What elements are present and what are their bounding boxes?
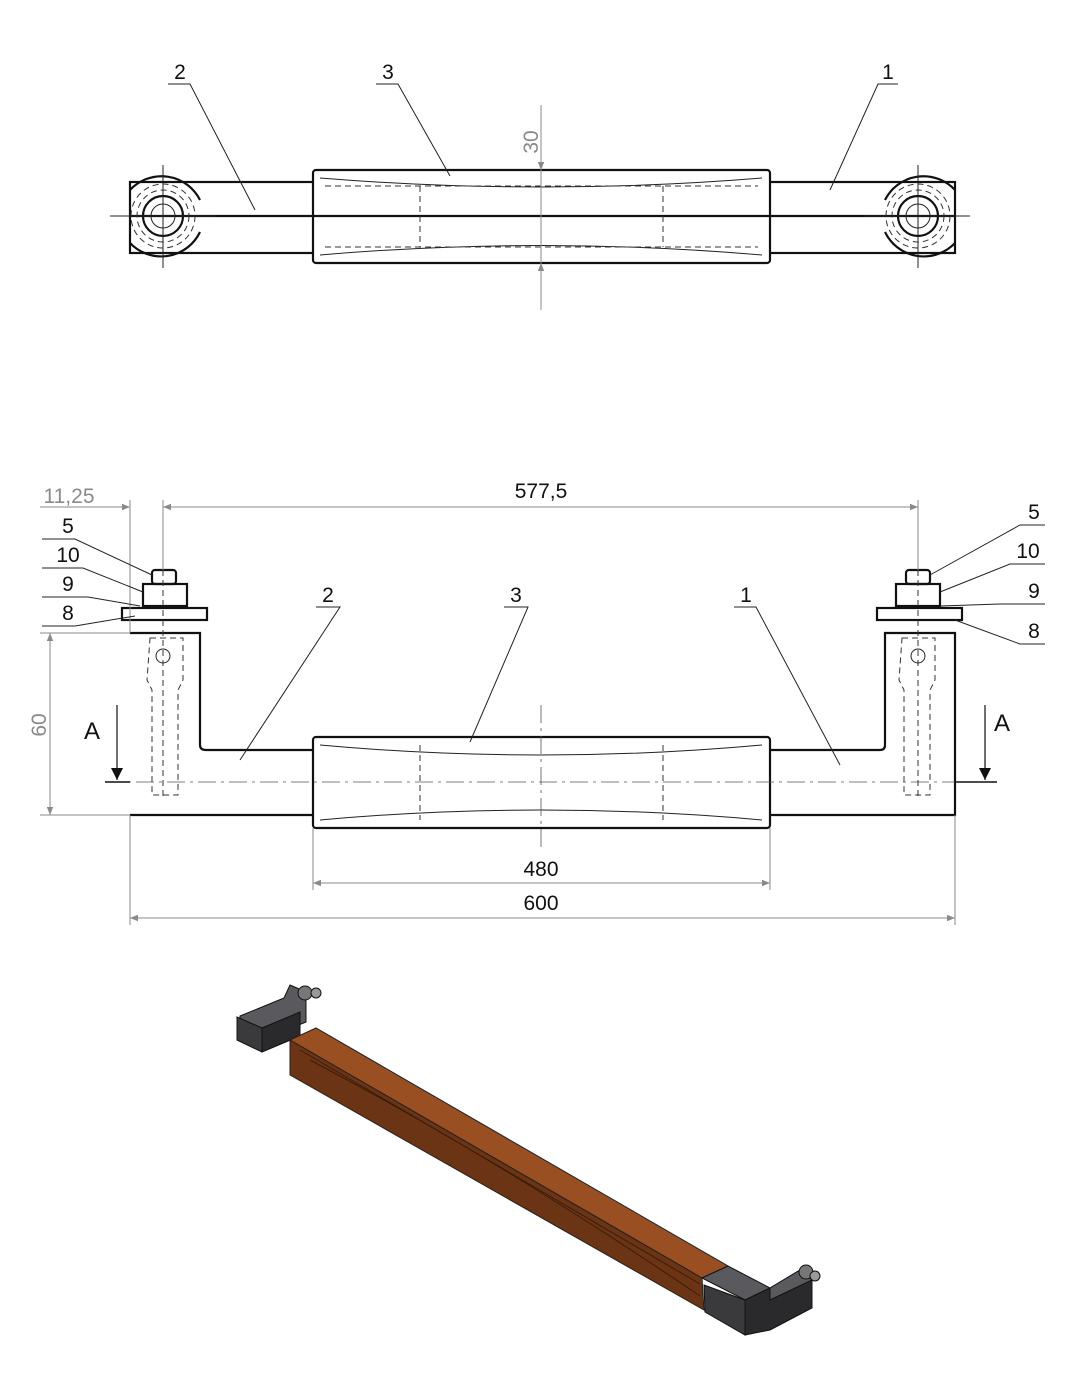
front-view: 11,25 577,5 60 480 600 A (28, 480, 1045, 925)
dimension-60: 60 (28, 632, 130, 816)
section-marker-left: A (84, 705, 130, 783)
callout-9: 9 (62, 573, 74, 596)
section-label: A (994, 710, 1010, 737)
top-view: 30 2 3 1 (110, 61, 970, 310)
hidden-lines (419, 745, 664, 820)
callout-2: 2 (168, 61, 256, 211)
section-label: A (84, 718, 100, 745)
callout-label: 2 (174, 61, 186, 84)
callout-5: 5 (1028, 501, 1040, 524)
callout-1: 1 (829, 61, 898, 191)
callout-1: 1 (740, 584, 752, 607)
part-callouts: 2 3 1 (239, 584, 841, 766)
callout-2: 2 (322, 584, 334, 607)
dimension-label: 60 (28, 713, 51, 736)
dimension-label: 480 (523, 858, 558, 881)
dimension-label: 11,25 (44, 485, 95, 508)
right-callouts: 5 10 9 8 (929, 501, 1045, 645)
dimension-label: 30 (520, 130, 543, 153)
left-bracket-3d (236, 984, 322, 1053)
callout-8: 8 (1028, 620, 1040, 643)
callout-10: 10 (56, 544, 79, 567)
callout-5: 5 (62, 515, 74, 538)
callout-10: 10 (1016, 540, 1039, 563)
callout-8: 8 (62, 602, 74, 625)
callout-3: 3 (376, 61, 451, 177)
bracket-outline (130, 631, 957, 817)
dimension-480: 480 (312, 828, 771, 890)
grip-sleeve (311, 735, 772, 830)
left-fastener (110, 165, 215, 268)
callout-3: 3 (510, 584, 522, 607)
dimension-577-5: 577,5 (163, 480, 919, 570)
callout-label: 3 (382, 61, 394, 84)
dimension-30: 30 (520, 105, 545, 310)
section-marker-right: A (955, 705, 1010, 783)
left-bolt-assembly (120, 560, 209, 800)
left-callouts: 5 10 9 8 (42, 515, 153, 627)
right-bolt-assembly (875, 560, 964, 800)
callout-9: 9 (1028, 580, 1040, 603)
dimension-11-25: 11,25 (40, 485, 164, 633)
dimension-label: 600 (523, 892, 558, 915)
callout-label: 1 (882, 61, 894, 84)
right-fastener (865, 165, 970, 268)
wood-grip-3d (288, 1027, 730, 1311)
right-bracket-3d (700, 1264, 821, 1336)
dimension-label: 577,5 (515, 480, 568, 503)
isometric-view (236, 984, 821, 1336)
dimension-600: 600 (129, 815, 956, 925)
